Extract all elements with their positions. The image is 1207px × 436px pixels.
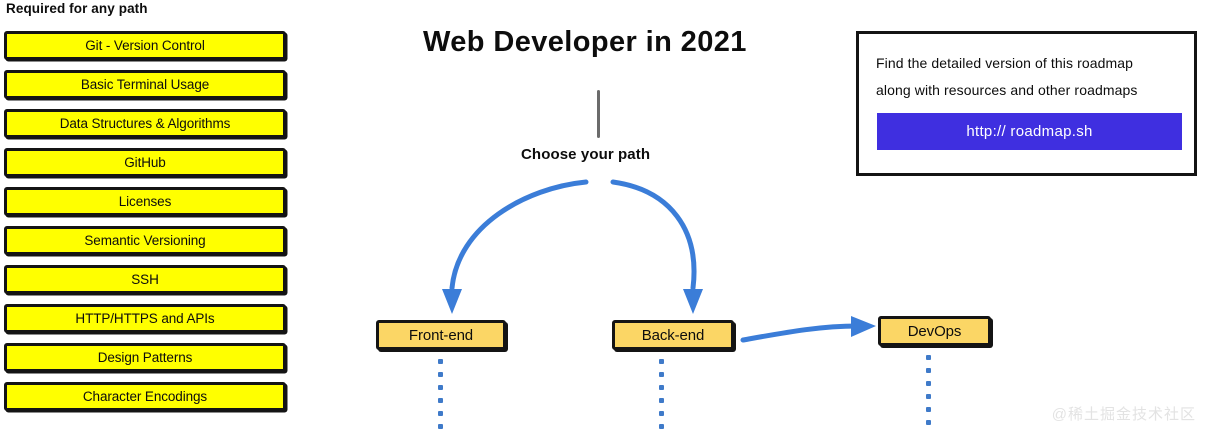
skill-chip-data-structures-algorithms[interactable]: Data Structures & Algorithms	[4, 109, 286, 138]
info-text-line-1: Find the detailed version of this roadma…	[876, 55, 1134, 71]
arrow-backend-to-devops-head	[851, 316, 876, 337]
skill-chip-label: Design Patterns	[97, 349, 193, 365]
required-section-heading: Required for any path	[6, 1, 148, 16]
arrow-to-backend-head	[683, 289, 703, 314]
path-box-front-end[interactable]: Front-end	[376, 320, 506, 350]
arrow-backend-to-devops	[740, 323, 861, 343]
roadmap-url-button-label: http:// roadmap.sh	[966, 123, 1093, 140]
trail-dot	[437, 398, 443, 403]
skill-chip-label: Git - Version Control	[85, 37, 205, 53]
skill-chip-ssh[interactable]: SSH	[4, 265, 286, 294]
path-box-label: DevOps	[907, 322, 962, 340]
dot-trail-devops	[925, 355, 931, 433]
skill-chip-github[interactable]: GitHub	[4, 148, 286, 177]
skill-chip-semantic-versioning[interactable]: Semantic Versioning	[4, 226, 286, 255]
skill-chip-label: HTTP/HTTPS and APIs	[75, 310, 215, 326]
roadmap-url-button[interactable]: http:// roadmap.sh	[877, 113, 1182, 150]
trail-dot	[925, 407, 931, 412]
trail-dot	[437, 372, 443, 377]
trail-dot	[658, 411, 664, 416]
trail-dot	[925, 394, 931, 399]
skill-chip-character-encodings[interactable]: Character Encodings	[4, 382, 286, 411]
trail-dot	[925, 381, 931, 386]
trail-dot	[658, 385, 664, 390]
trail-dot	[925, 355, 931, 360]
skill-chip-label: Licenses	[118, 193, 172, 209]
trail-dot	[437, 411, 443, 416]
info-callout-box: Find the detailed version of this roadma…	[856, 31, 1197, 176]
arrow-to-frontend	[449, 179, 589, 291]
dot-trail-front-end	[437, 359, 443, 436]
required-skills-list: Git - Version Control Basic Terminal Usa…	[0, 31, 300, 421]
path-box-back-end[interactable]: Back-end	[612, 320, 734, 350]
trail-dot	[925, 420, 931, 425]
skill-chip-http-https-and-apis[interactable]: HTTP/HTTPS and APIs	[4, 304, 286, 333]
trail-dot	[658, 359, 664, 364]
path-box-devops[interactable]: DevOps	[878, 316, 991, 346]
title-connector-line	[597, 90, 600, 138]
choose-your-path-label: Choose your path	[521, 146, 651, 163]
watermark: @稀土掘金技术社区	[1051, 406, 1196, 423]
trail-dot	[658, 398, 664, 403]
skill-chip-basic-terminal-usage[interactable]: Basic Terminal Usage	[4, 70, 286, 99]
trail-dot	[437, 359, 443, 364]
skill-chip-label: Semantic Versioning	[84, 232, 206, 248]
skill-chip-label: Character Encodings	[82, 388, 208, 404]
dot-trail-back-end	[658, 359, 664, 436]
trail-dot	[658, 424, 664, 429]
path-box-label: Front-end	[408, 326, 474, 344]
arrow-to-backend	[610, 179, 697, 291]
skill-chip-design-patterns[interactable]: Design Patterns	[4, 343, 286, 372]
skill-chip-label: Data Structures & Algorithms	[59, 115, 231, 131]
page-title: Web Developer in 2021	[423, 26, 747, 58]
skill-chip-licenses[interactable]: Licenses	[4, 187, 286, 216]
trail-dot	[437, 424, 443, 429]
trail-dot	[437, 385, 443, 390]
skill-chip-label: SSH	[131, 271, 159, 287]
required-skills-section: Required for any path Git - Version Cont…	[0, 0, 300, 436]
trail-dot	[925, 368, 931, 373]
skill-chip-label: GitHub	[124, 154, 166, 170]
skill-chip-label: Basic Terminal Usage	[80, 76, 210, 92]
info-text-line-2: along with resources and other roadmaps	[876, 82, 1138, 98]
trail-dot	[658, 372, 664, 377]
path-box-label: Back-end	[641, 326, 705, 344]
arrow-to-frontend-head	[442, 289, 462, 314]
skill-chip-git-version-control[interactable]: Git - Version Control	[4, 31, 286, 60]
